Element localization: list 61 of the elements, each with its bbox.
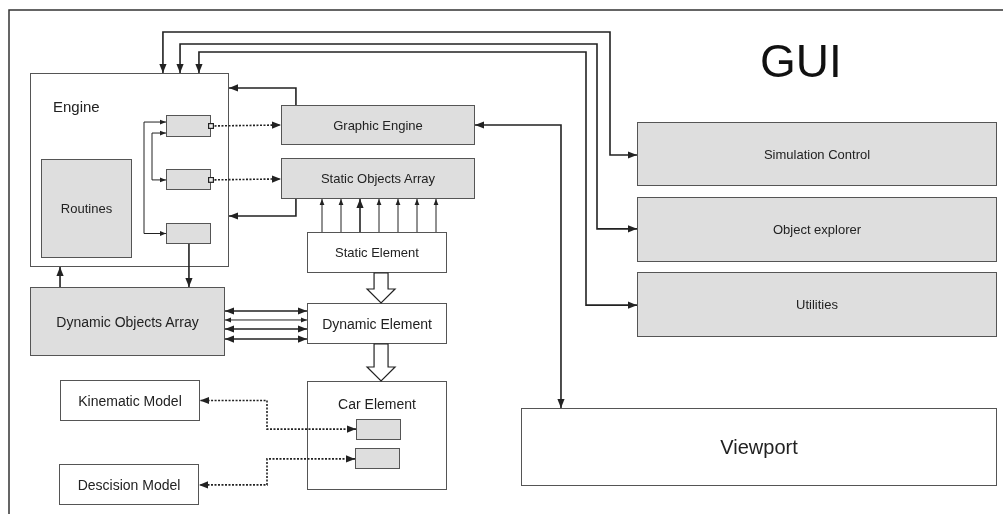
process-box <box>637 197 997 262</box>
box-label: Kinematic Model <box>78 392 182 409</box>
process-box <box>41 159 132 258</box>
arrow <box>414 198 420 233</box>
arrow <box>224 335 308 343</box>
box-label: Graphic Engine <box>333 117 423 133</box>
dotted-arrow <box>199 396 357 433</box>
process-box <box>307 232 447 273</box>
box-label: Object explorer <box>772 222 862 237</box>
arrow <box>433 198 439 233</box>
arrow <box>376 198 382 233</box>
arrow <box>395 198 401 233</box>
box-label: Routines <box>60 201 113 216</box>
block-arrow <box>365 272 397 304</box>
small-box <box>355 448 400 469</box>
small-box <box>166 115 211 137</box>
small-box <box>166 223 211 244</box>
box-label: Dynamic Objects Array <box>56 313 199 330</box>
arrow <box>228 198 297 220</box>
arrow <box>224 317 308 323</box>
arrow <box>195 51 638 309</box>
process-box <box>59 464 199 505</box>
box-label: Simulation Control <box>763 146 871 162</box>
arrow <box>159 31 638 159</box>
diagram-title: GUI <box>760 34 842 88</box>
dotted-arrow <box>198 455 356 489</box>
arrow <box>143 119 167 236</box>
arrow <box>151 130 167 183</box>
process-box <box>307 381 447 490</box>
process-box <box>307 303 447 344</box>
arrow <box>474 121 565 409</box>
box-label: Utilities <box>796 297 838 312</box>
process-box <box>60 380 200 421</box>
process-box <box>30 73 229 267</box>
arrow <box>56 266 64 288</box>
box-label: Car Element <box>338 396 416 412</box>
box-label: Static Element <box>335 245 419 260</box>
box-label: Dynamic Element <box>322 315 432 332</box>
arrow <box>356 198 364 233</box>
process-box <box>281 158 475 199</box>
process-box <box>30 287 225 356</box>
arrow <box>224 325 308 333</box>
process-box <box>521 408 997 486</box>
arrow <box>185 243 193 288</box>
box-label: Descision Model <box>77 476 181 493</box>
small-box <box>356 419 401 440</box>
dotted-arrow <box>208 121 282 129</box>
box-label: Engine <box>53 98 100 115</box>
block-arrow <box>365 343 397 382</box>
process-box <box>637 272 997 337</box>
box-label: Static Objects Array <box>320 171 436 186</box>
small-box <box>166 169 211 190</box>
box-label: Viewport <box>720 435 798 459</box>
process-box <box>281 105 475 145</box>
arrow <box>224 307 308 315</box>
arrow <box>176 43 638 233</box>
dotted-arrow <box>208 175 282 183</box>
arrow <box>338 198 344 233</box>
process-box <box>637 122 997 186</box>
arrow <box>228 84 297 106</box>
arrow <box>319 198 325 233</box>
